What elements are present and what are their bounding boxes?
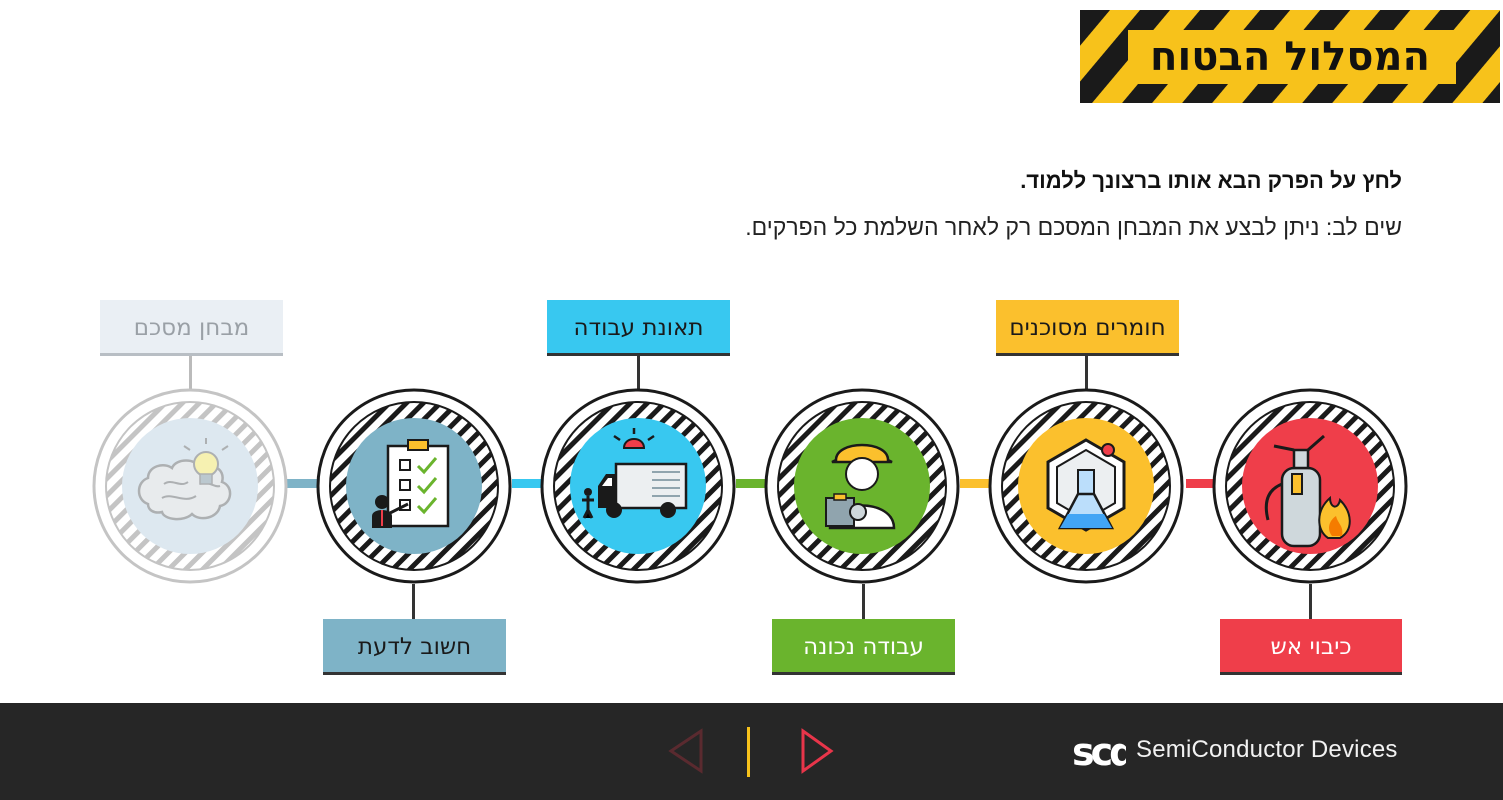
worker-helmet-icon [825,443,896,530]
title-banner: המסלול הבטוח [1080,10,1500,103]
chapter-important[interactable] [316,388,512,584]
triangle-left-icon [668,728,703,774]
chapter-label-important[interactable]: חשוב לדעת [323,619,506,675]
note-text: שים לב: ניתן לבצע את המבחן המסכם רק לאחר… [745,214,1402,240]
connector-hazmat [960,479,992,488]
chapter-final-exam [92,388,288,584]
svg-text:scd: scd [1072,730,1126,773]
checklist-presenter-icon [372,439,450,528]
stem-work-accident [637,356,640,390]
flask-hazard-icon [1046,438,1126,532]
triangle-right-icon [801,728,834,774]
prev-button[interactable] [663,725,719,781]
next-button[interactable] [797,725,853,781]
chapter-label-fire[interactable]: כיבוי אש [1220,619,1402,675]
chapter-label-final-exam: מבחן מסכם [100,300,283,356]
chapter-hazmat[interactable] [988,388,1184,584]
chapter-fire[interactable] [1212,388,1408,584]
instruction-text: לחץ על הפרק הבא אותו ברצונך ללמוד. [1020,168,1402,193]
stem-hazmat [1085,356,1088,390]
nav-divider [747,727,750,777]
chapter-label-hazmat[interactable]: חומרים מסוכנים [996,300,1179,356]
page-title: המסלול הבטוח [1140,29,1440,84]
connector-fire [1186,479,1214,488]
fire-extinguisher-icon [1264,434,1351,548]
scd-logo-icon: scd [1072,730,1126,773]
stem-fire [1309,584,1312,620]
chapter-proper-work[interactable] [764,388,960,584]
ambulance-icon [582,428,688,519]
connector-proper-work [736,479,768,488]
connector-work-accident [512,479,544,488]
brand-name: SemiConductor Devices [1136,736,1398,763]
company-logo: scd SemiConductor Devices [1072,727,1398,773]
stem-important [412,584,415,620]
chapter-label-proper-work[interactable]: עבודה נכונה [772,619,955,675]
footer-bar: scd SemiConductor Devices [0,703,1503,800]
chapter-label-work-accident[interactable]: תאונת עבודה [547,300,730,356]
stem-proper-work [862,584,865,620]
connector-important [287,479,319,488]
brain-lightbulb-icon [137,438,232,521]
stem-final-exam [189,356,192,390]
chapter-work-accident[interactable] [540,388,736,584]
